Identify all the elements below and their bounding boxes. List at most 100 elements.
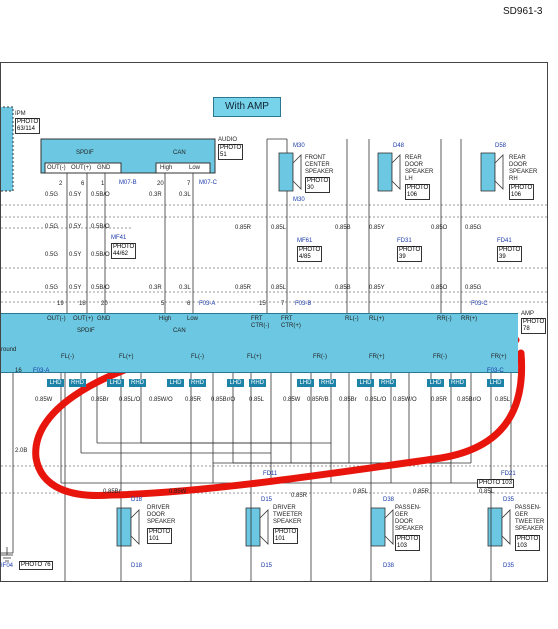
wire-label: 0.85O	[431, 225, 448, 231]
ipm-label: IPM	[15, 111, 26, 117]
connector-fd11: FD11	[263, 471, 278, 477]
with-amp-label: With AMP	[213, 97, 281, 117]
amp-can-label: CAN	[173, 328, 186, 334]
connector-f04: IF04	[1, 563, 14, 569]
connector-d15: D15	[261, 563, 273, 569]
pin-number: 1	[101, 181, 105, 187]
wire-label: 0.5B/O	[91, 192, 110, 198]
pin-number: 20	[157, 181, 164, 187]
wire-label: 0.85G	[465, 225, 482, 231]
connector-d38: D38	[383, 563, 395, 569]
wire-label: 0.85Br/O	[457, 397, 482, 403]
wire-label: 0.5B/O	[91, 252, 110, 258]
wire-label: 0.85R	[235, 285, 252, 291]
wire-label: 0.85Br	[339, 397, 357, 403]
connector-d15-top: D15	[261, 497, 273, 503]
connector-mf41: MF41	[111, 235, 127, 241]
amp-pin-label: FR(+)	[491, 354, 507, 360]
connector-m07c: M07-C	[199, 180, 218, 186]
wire-label: 0.3L	[179, 192, 191, 198]
wire-label: 0.85G	[465, 285, 482, 291]
wire-label: 0.85O	[431, 285, 448, 291]
wire-label: 0.85W	[169, 489, 187, 495]
wire-label: 0.5G	[45, 285, 59, 291]
connector-fd41: FD41	[497, 238, 512, 244]
pin-number: 2	[59, 181, 63, 187]
audio-out-minus: OUT(-)	[47, 165, 66, 171]
connector-d35: D35	[503, 563, 515, 569]
wire-label: 0.5G	[45, 192, 59, 198]
wire-label: 0.85L	[479, 489, 495, 495]
rhd-tag: RHD	[129, 379, 146, 387]
wire-label: 0.5Y	[69, 224, 82, 230]
pin-number: 16	[15, 368, 22, 374]
wire-label: 0.85L	[271, 285, 287, 291]
connector-mf61: MF61	[297, 238, 313, 244]
wire-label: 0.85R/B	[307, 397, 329, 403]
ground-label: round	[1, 347, 17, 353]
wire-label: 0.85Y	[369, 225, 385, 231]
wire-label: 0.85W	[35, 397, 53, 403]
pin-number: 5	[161, 301, 165, 307]
pin-number: 7	[187, 181, 191, 187]
lhd-tag: LHD	[227, 379, 244, 387]
lhd-rhd-row: LHD RHD LHD RHD LHD RHD LHD RHD LHD RHD …	[47, 379, 527, 389]
audio-label: AUDIO	[218, 137, 238, 143]
wire-label: 0.85R	[291, 493, 308, 499]
rhd-tag: RHD	[189, 379, 206, 387]
rhd-tag: RHD	[319, 379, 336, 387]
lhd-tag: LHD	[47, 379, 64, 387]
wire-label: 0.85Br/O	[211, 397, 236, 403]
connector-d35-top: D35	[503, 497, 515, 503]
amp-label: AMP	[521, 311, 535, 317]
connector-fd21: FD21	[501, 471, 516, 477]
connector-f03c-lower: F03-C	[487, 368, 504, 374]
wire-label: 0.85L	[271, 225, 287, 231]
wire-label: 0.85L	[353, 489, 369, 495]
wire-label: 0.85Br	[91, 397, 109, 403]
wire-label: 0.3L	[179, 285, 191, 291]
wire-label: 0.85L	[495, 397, 511, 403]
pin-number: 20	[101, 301, 108, 307]
amp-pin-label: FL(-)	[191, 354, 204, 360]
connector-d48: D48	[393, 143, 405, 149]
wire-label: 2.0B	[15, 448, 28, 454]
wire-label: 0.85W/O	[393, 397, 417, 403]
wire-label: 0.5B/O	[91, 224, 110, 230]
amp-pin-label: FL(+)	[247, 354, 262, 360]
lhd-tag: LHD	[107, 379, 124, 387]
wire-label: 0.85Br	[103, 489, 121, 495]
can-top-label: CAN	[173, 150, 186, 156]
amp-pin-label: RL(+)	[369, 316, 385, 322]
pin-number: 18	[79, 301, 86, 307]
pin-number: 6	[81, 181, 85, 187]
connector-d18: D18	[131, 563, 143, 569]
rhd-tag: RHD	[449, 379, 466, 387]
amp-pin-label: OUT(-)	[47, 316, 66, 322]
amp-pin-label: RL(-)	[345, 316, 359, 322]
wire-label: 0.85B	[335, 225, 351, 231]
connector-m07b: M07-B	[119, 180, 137, 186]
lhd-tag: LHD	[167, 379, 184, 387]
connector-fd31: FD31	[397, 238, 412, 244]
wire-label: 0.85B	[335, 285, 351, 291]
amp-pin-label: FL(+)	[119, 354, 134, 360]
fd21-photo-box: PHOTO 103	[477, 479, 514, 488]
spdif-top-label: SPDIF	[76, 150, 94, 156]
wire-label: 0.5B/O	[91, 285, 110, 291]
connector-d18-top: D18	[131, 497, 143, 503]
